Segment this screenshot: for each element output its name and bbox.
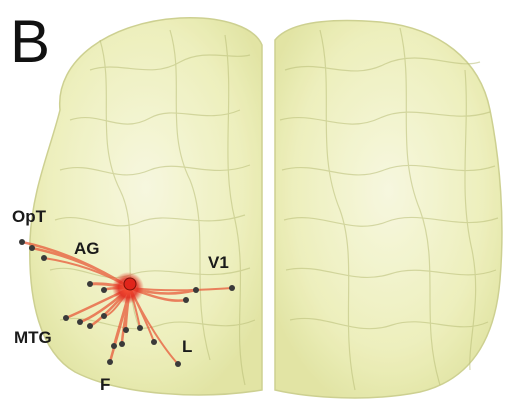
endpoint-dot	[151, 339, 157, 345]
endpoint-dot	[87, 281, 93, 287]
endpoint-dot	[107, 359, 113, 365]
label-l: L	[182, 337, 192, 356]
label-opt: OpT	[12, 207, 47, 226]
right-hemisphere	[275, 21, 502, 398]
label-mtg: MTG	[14, 328, 52, 347]
endpoint-dot	[29, 245, 35, 251]
endpoint-dot	[123, 327, 129, 333]
seed-hub	[112, 272, 144, 304]
endpoint-dot	[183, 297, 189, 303]
endpoint-dot	[41, 255, 47, 261]
endpoint-dot	[111, 343, 117, 349]
endpoint-dot	[229, 285, 235, 291]
panel-letter: B	[10, 8, 50, 75]
label-ag: AG	[74, 239, 100, 258]
endpoint-dot	[175, 361, 181, 367]
endpoint-dot	[137, 325, 143, 331]
endpoint-dot	[77, 319, 83, 325]
endpoint-dot	[101, 313, 107, 319]
endpoint-dot	[119, 341, 125, 347]
label-v1: V1	[208, 253, 229, 272]
endpoint-dot	[101, 287, 107, 293]
endpoint-dot	[87, 323, 93, 329]
endpoint-dot	[19, 239, 25, 245]
endpoint-dot	[193, 287, 199, 293]
left-hemisphere	[30, 18, 262, 395]
endpoint-dot	[63, 315, 69, 321]
label-f: F	[100, 375, 110, 394]
